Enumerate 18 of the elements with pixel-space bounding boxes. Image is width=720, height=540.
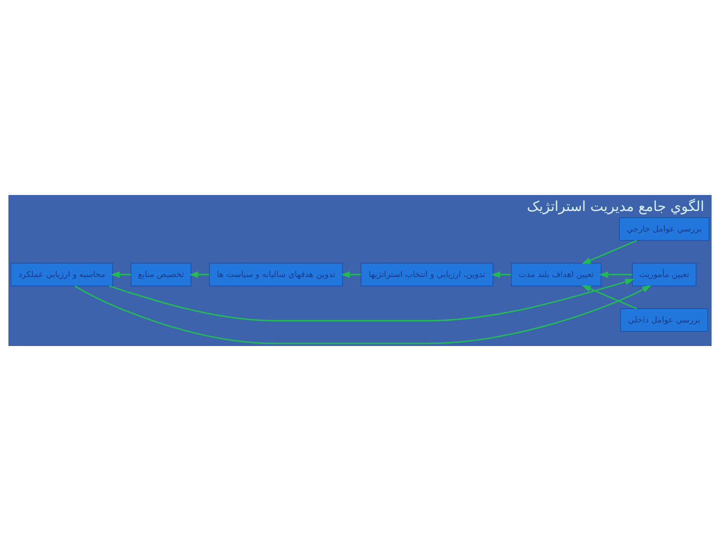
arrow bbox=[110, 270, 131, 278]
node-box: بررسي عوامل خارجي bbox=[619, 216, 710, 240]
arrow bbox=[491, 270, 512, 278]
arrow bbox=[340, 270, 361, 278]
arrow bbox=[189, 270, 210, 278]
node-box: تدوين هدفهاي ساليانه و سياست ها bbox=[209, 262, 343, 286]
diagram-title: الگوي جامع مديريت استراتژيک bbox=[526, 198, 704, 215]
node-box: بررسي عوامل داخلي bbox=[620, 308, 708, 332]
arrow bbox=[582, 284, 637, 309]
node-box: تعيين اهداف بلند مدت bbox=[511, 262, 602, 286]
node-box: تدوين، ارزيابي و انتخاب استراتژيها bbox=[360, 262, 494, 286]
node-box: تعيين مأموريت bbox=[632, 262, 696, 286]
arrow bbox=[74, 284, 652, 344]
arrow bbox=[582, 239, 637, 264]
node-box: تخصيص منابع bbox=[130, 262, 192, 286]
node-box: محاسبه و ارزيابي عملکرد bbox=[10, 262, 113, 286]
arrow bbox=[109, 278, 634, 321]
arrow bbox=[599, 270, 632, 278]
